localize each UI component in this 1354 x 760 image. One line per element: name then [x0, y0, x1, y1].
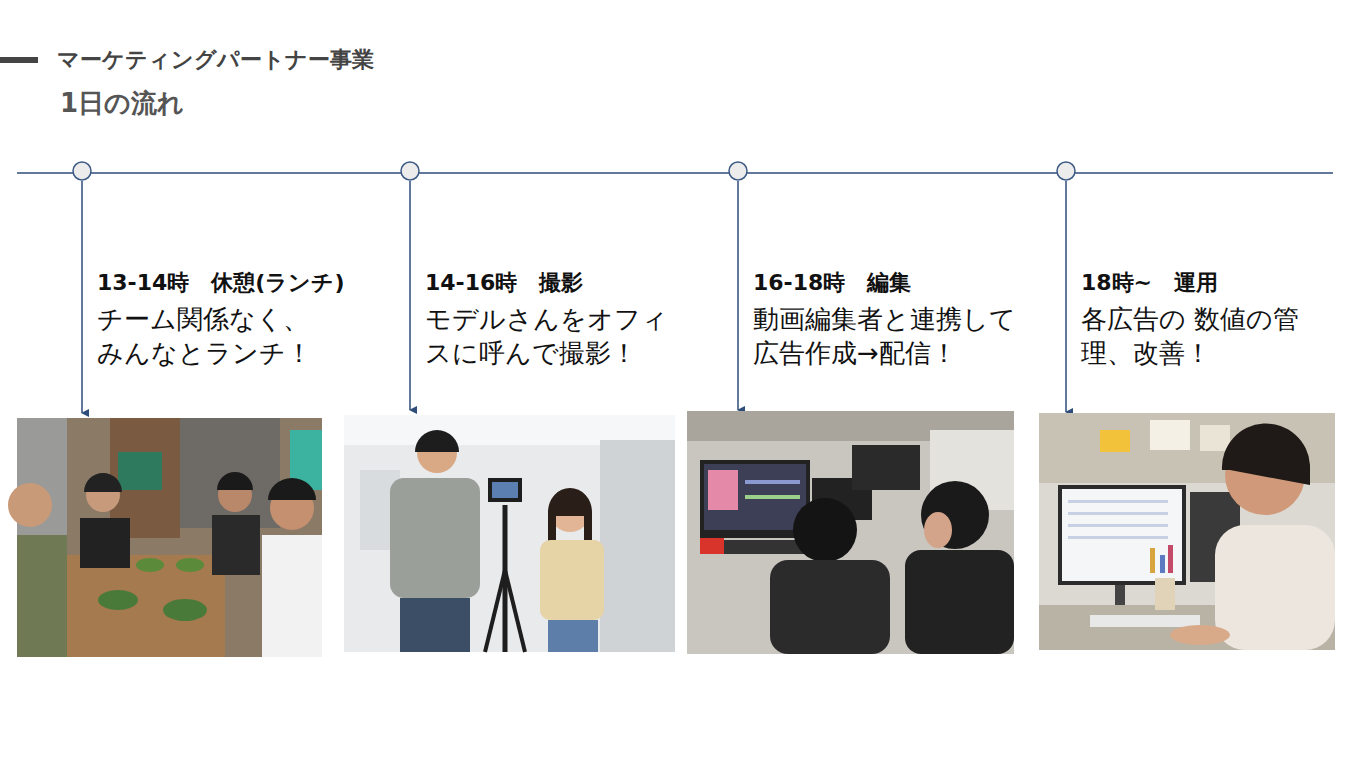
editing-photo	[687, 411, 1014, 654]
page-title: マーケティングパートナー事業	[57, 45, 374, 75]
timeline-arrows	[82, 181, 1066, 413]
subtitle: 1日の流れ	[60, 86, 184, 121]
operation-photo	[1039, 413, 1335, 650]
slot-body: 動画編集者と連携して 広告作成→配信！	[753, 302, 1026, 370]
shooting-photo	[344, 415, 675, 652]
slot-body: 各広告の 数値の管理、改善！	[1081, 302, 1328, 370]
slot-heading: 16-18時 編集	[753, 268, 1026, 298]
slot-heading: 13-14時 休憩(ランチ)	[97, 268, 344, 298]
time-slot: 14-16時 撮影モデルさんをオフィ スに呼んで撮影！	[425, 268, 672, 370]
slot-body: モデルさんをオフィ スに呼んで撮影！	[425, 302, 672, 370]
title-dash	[0, 57, 38, 63]
time-slot: 18時~ 運用各広告の 数値の管理、改善！	[1081, 268, 1328, 370]
time-slot: 16-18時 編集動画編集者と連携して 広告作成→配信！	[753, 268, 1026, 370]
slot-body: チーム関係なく、 みんなとランチ！	[97, 302, 344, 370]
timeline-line	[17, 172, 1333, 174]
slot-heading: 14-16時 撮影	[425, 268, 672, 298]
slot-heading: 18時~ 運用	[1081, 268, 1328, 298]
timeline-dots	[73, 162, 1075, 180]
time-slot: 13-14時 休憩(ランチ) チーム関係なく、 みんなとランチ！	[97, 268, 344, 370]
lunch-photo	[8, 418, 322, 657]
